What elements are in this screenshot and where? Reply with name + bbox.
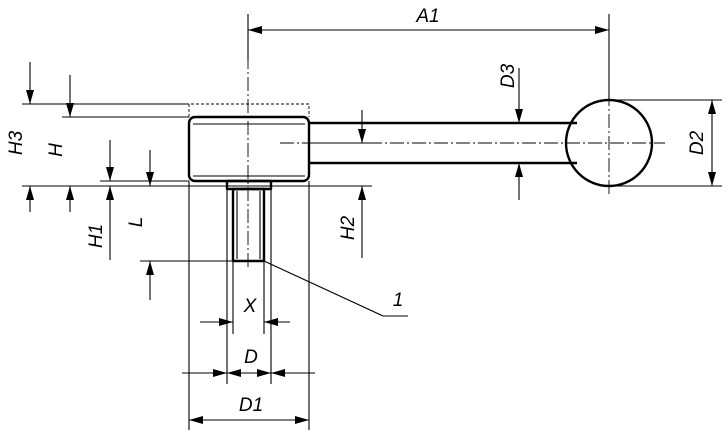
dimension-labels: A1 D3 D2 H3 H H1 L H2 X D D1 1 [6, 6, 708, 416]
label-a1: A1 [415, 6, 439, 27]
center-lines [247, 55, 665, 270]
label-d: D [244, 347, 258, 368]
label-d3: D3 [498, 63, 519, 88]
hub-body [187, 115, 311, 183]
label-item-1: 1 [393, 290, 404, 311]
hub-phantom-outline [188, 103, 310, 117]
label-h1: H1 [86, 224, 107, 248]
label-d1: D1 [239, 395, 263, 416]
dimension-lines [26, 26, 716, 424]
threaded-stud [231, 187, 266, 263]
label-h3: H3 [6, 130, 27, 155]
extension-lines [22, 14, 722, 430]
label-h: H [46, 143, 67, 157]
label-l: L [126, 217, 147, 228]
label-d2: D2 [687, 130, 708, 155]
label-x: X [243, 296, 258, 317]
label-h2: H2 [338, 215, 359, 240]
part-outline [187, 98, 654, 263]
